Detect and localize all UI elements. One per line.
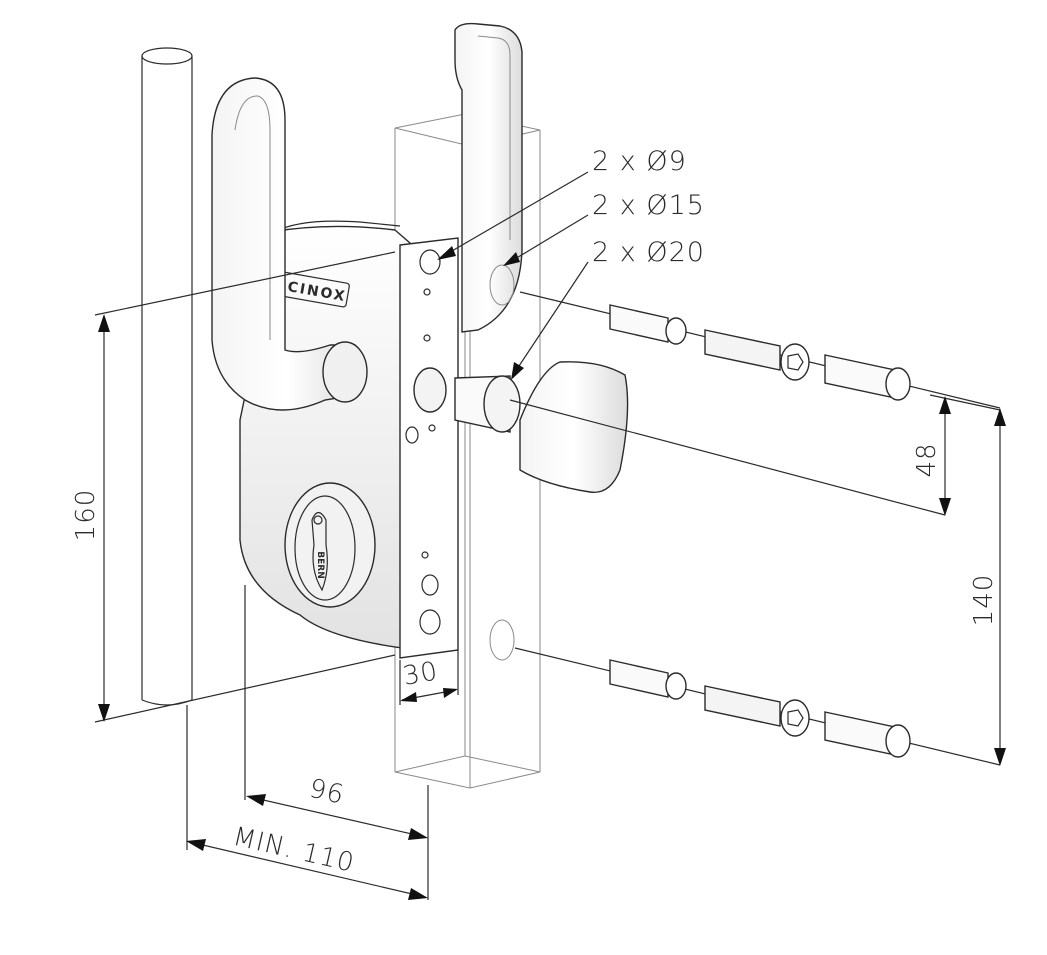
cylinder-label: BERN (315, 551, 325, 578)
dimension-min-110-label: MIN. 110 (230, 822, 357, 879)
dimension-30-label: 30 (401, 656, 441, 692)
dimension-140 (994, 408, 1006, 766)
callout-hole-15: 2 x Ø15 (592, 190, 705, 221)
hole-15-upper (489, 264, 515, 306)
fixings-lower (514, 647, 1001, 766)
callout-hole-9: 2 x Ø9 (592, 146, 687, 177)
hole-15-lower (489, 619, 515, 661)
front-handle (211, 77, 368, 411)
spindle-assembly (454, 361, 629, 494)
dimension-min-110 (186, 705, 428, 900)
forend-plate (399, 237, 459, 659)
dimension-48-label: 48 (912, 442, 942, 477)
round-post (141, 47, 193, 706)
dimension-48 (929, 394, 1001, 516)
fixings-upper (519, 291, 1001, 409)
dimension-30 (399, 650, 459, 705)
dimension-160-label: 160 (71, 489, 101, 542)
rear-handle (454, 22, 523, 333)
screw-upper (704, 329, 810, 381)
screw-lower (704, 685, 810, 737)
dimension-96 (244, 585, 429, 900)
cylinder: BERN (284, 482, 376, 608)
dimension-96-label: 96 (306, 774, 347, 811)
dimension-140-label: 140 (969, 574, 999, 627)
callout-leaders (437, 171, 589, 380)
callout-hole-20: 2 x Ø20 (592, 237, 705, 268)
